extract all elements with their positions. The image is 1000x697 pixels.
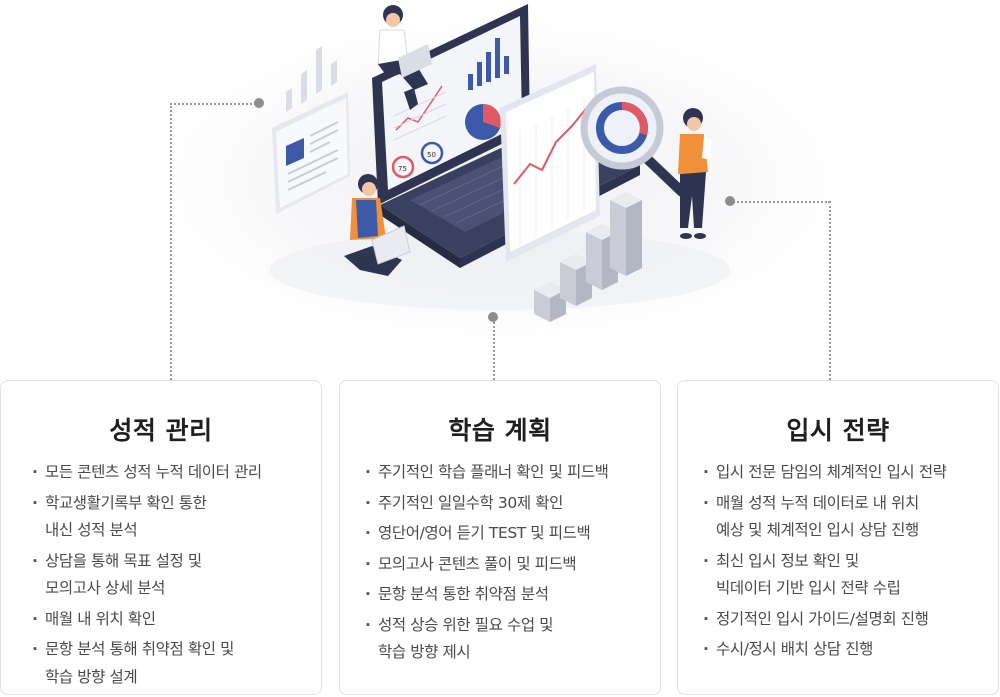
list-item: 모든 콘텐츠 성적 누적 데이터 관리 [32, 459, 262, 487]
list-item: 영단어/영어 듣기 TEST 및 피드백 [365, 520, 609, 548]
connector-center-vertical [493, 318, 495, 380]
connector-right-dot [725, 196, 735, 206]
list-item: 모의고사 콘텐츠 풀이 및 피드백 [365, 551, 609, 579]
card-study-plan: 학습 계획 주기적인 학습 플래너 확인 및 피드백 주기적인 일일수학 30제… [339, 380, 661, 695]
person-right-icon [678, 108, 712, 239]
card-title: 입시 전략 [786, 416, 890, 445]
card-list: 주기적인 학습 플래너 확인 및 피드백 주기적인 일일수학 30제 확인 영단… [365, 459, 609, 670]
list-item: 입시 전문 담임의 체계적인 입시 전략 [703, 459, 947, 487]
document-panel-icon [272, 92, 350, 214]
connector-right-horizontal [730, 201, 830, 203]
card-title: 성적 관리 [109, 416, 213, 445]
person-left-icon [344, 174, 411, 276]
list-item: 주기적인 학습 플래너 확인 및 피드백 [365, 459, 609, 487]
connector-left-dot [254, 98, 264, 108]
card-admission-strategy: 입시 전략 입시 전문 담임의 체계적인 입시 전략 매월 성적 누적 데이터로… [677, 380, 999, 695]
list-item: 수시/정시 배치 상담 진행 [703, 636, 947, 664]
laptop-screen: 75 50 [372, 4, 530, 205]
person-top-icon [377, 5, 432, 110]
bar-sticks-icon [286, 46, 337, 112]
analytics-illustration: 75 50 [270, 4, 730, 322]
report-paper-icon [500, 64, 600, 262]
magnifier-icon [580, 86, 687, 197]
list-item: 주기적인 일일수학 30제 확인 [365, 490, 609, 518]
list-item: 문항 분석 통해 취약점 확인 및학습 방향 설계 [32, 636, 262, 691]
list-item: 성적 상승 위한 필요 수업 및학습 방향 제시 [365, 612, 609, 667]
card-title: 학습 계획 [448, 416, 552, 445]
list-item: 정기적인 입시 가이드/설명회 진행 [703, 606, 947, 634]
connector-left-vertical [170, 103, 172, 380]
connector-right-vertical [829, 201, 831, 380]
connector-left-horizontal [170, 103, 260, 105]
gauge-right-label: 50 [427, 151, 436, 159]
connector-center-dot [488, 312, 498, 322]
list-item: 매월 내 위치 확인 [32, 606, 262, 634]
card-list: 입시 전문 담임의 체계적인 입시 전략 매월 성적 누적 데이터로 내 위치예… [703, 459, 947, 667]
list-item: 문항 분석 통한 취약점 분석 [365, 581, 609, 609]
card-grade-management: 성적 관리 모든 콘텐츠 성적 누적 데이터 관리 학교생활기록부 확인 통한내… [0, 380, 322, 695]
gauge-left-label: 75 [398, 165, 407, 173]
3d-bars-icon [534, 192, 642, 322]
